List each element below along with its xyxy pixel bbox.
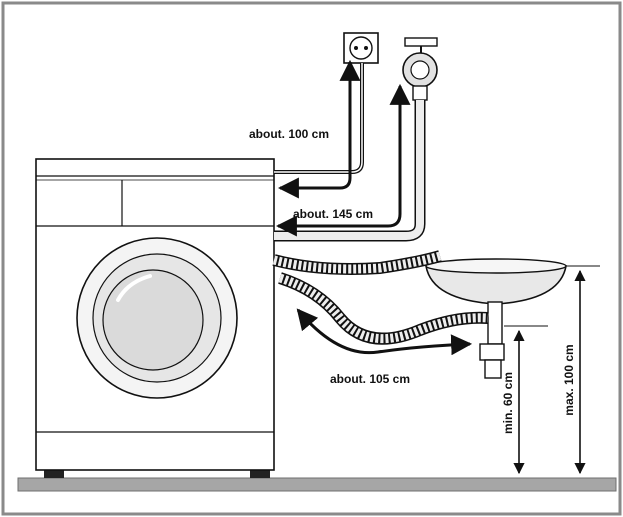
- drain-hose-arrow: [296, 308, 473, 356]
- inlet-hose-length-label: about. 145 cm: [293, 207, 373, 221]
- power-socket: [343, 32, 379, 64]
- inlet-hose-arrow: [275, 83, 411, 237]
- washing-machine: [35, 158, 275, 478]
- door-glass: [102, 269, 204, 371]
- drain-hose-length-label: about. 105 cm: [330, 372, 410, 386]
- floor: [17, 477, 617, 492]
- drain-hose-upper: [272, 250, 442, 275]
- machine-feet: [44, 468, 64, 478]
- sink: [425, 258, 600, 379]
- min-height-label: min. 60 cm: [501, 372, 515, 434]
- power-cable-length-label: about. 100 cm: [249, 127, 329, 141]
- water-tap: [402, 37, 438, 101]
- max-height-label: max. 100 cm: [562, 344, 576, 415]
- drain-trap: [487, 301, 503, 345]
